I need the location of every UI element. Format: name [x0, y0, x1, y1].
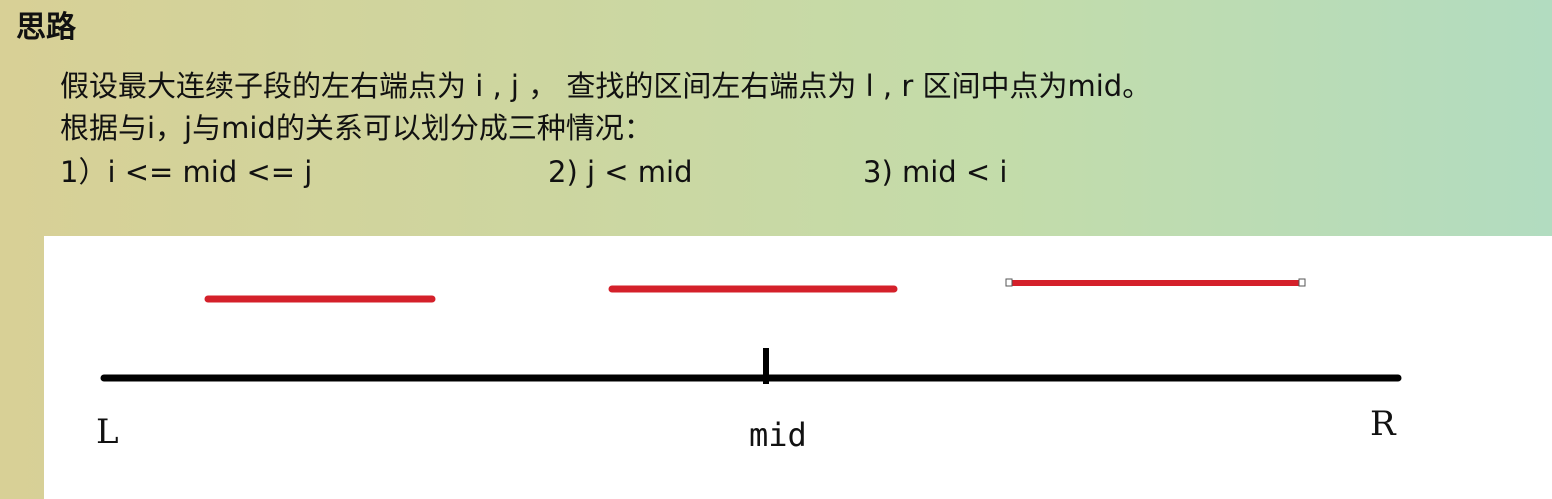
slide-title: 思路: [16, 10, 76, 45]
description-line-2: 根据与i，j与mid的关系可以划分成三种情况：: [60, 111, 653, 145]
diagram-panel: L mid R: [44, 236, 1552, 499]
case-3: 3) mid < i: [863, 155, 1008, 189]
mid-label: mid: [749, 416, 807, 454]
segment-case-3-left-handle[interactable]: [1005, 278, 1013, 287]
case-2: 2) j < mid: [548, 155, 693, 189]
case-1: 1）i <= mid <= j: [60, 155, 313, 189]
segment-case-3-right-handle[interactable]: [1298, 278, 1306, 287]
interval-diagram: [100, 278, 1402, 384]
right-endpoint-label: R: [1370, 404, 1396, 444]
mid-tick: [763, 348, 769, 384]
description-line-1: 假设最大连续子段的左右端点为 i , j ， 查找的区间左右端点为 l , r …: [60, 69, 1152, 103]
left-endpoint-label: L: [96, 412, 119, 452]
